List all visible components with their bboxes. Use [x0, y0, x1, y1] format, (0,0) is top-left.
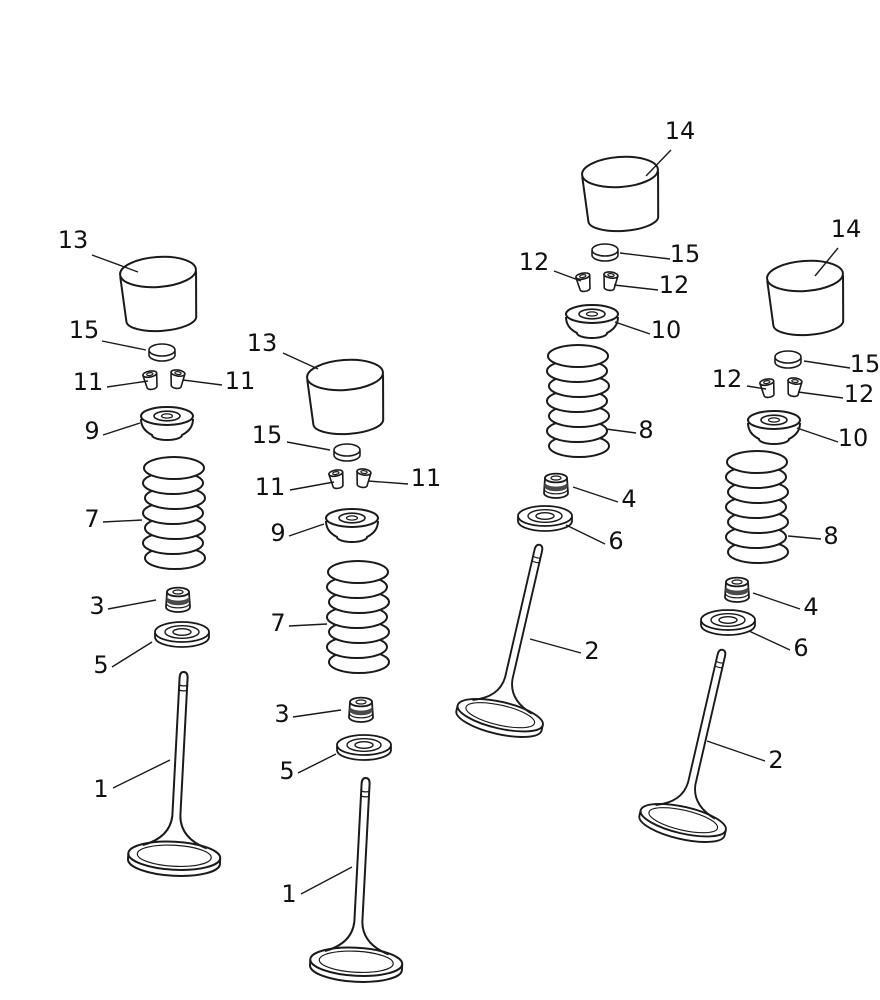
leader-line-11 — [367, 480, 409, 485]
leader-line-5 — [111, 641, 153, 668]
leader-line-12 — [746, 385, 767, 390]
callout-label-11: 11 — [255, 473, 286, 501]
valve-lifter-shape — [305, 356, 389, 438]
callout-label-1: 1 — [281, 880, 296, 908]
leader-line-7 — [288, 623, 328, 627]
callout-label-15: 15 — [252, 421, 283, 449]
leader-line-11 — [182, 379, 223, 386]
callout-label-12: 12 — [844, 380, 875, 408]
callout-label-11: 11 — [411, 464, 442, 492]
callout-label-10: 10 — [651, 316, 682, 344]
spring-seat-shape — [154, 621, 210, 648]
spring-seat-shape — [336, 734, 392, 761]
valve-shim-shape — [333, 443, 361, 462]
leader-line-3 — [292, 709, 342, 718]
leader-line-15 — [803, 360, 851, 369]
callout-label-8: 8 — [823, 522, 838, 550]
leader-line-12 — [797, 391, 844, 399]
spring-seat-shape — [700, 609, 756, 636]
callout-label-11: 11 — [73, 368, 104, 396]
leader-line-15 — [619, 252, 671, 260]
leader-line-12 — [553, 270, 582, 282]
callout-label-3: 3 — [89, 592, 104, 620]
callout-label-15: 15 — [670, 240, 701, 268]
callout-label-3: 3 — [274, 700, 289, 728]
callout-label-1: 1 — [93, 775, 108, 803]
leader-line-11 — [289, 481, 335, 491]
leader-line-2 — [706, 740, 766, 762]
leader-line-1 — [300, 866, 353, 895]
stem-seal-shape — [724, 576, 750, 603]
leader-line-4 — [752, 592, 801, 610]
callout-label-12: 12 — [659, 271, 690, 299]
valve-shim-shape — [148, 343, 176, 362]
callout-label-6: 6 — [793, 634, 808, 662]
leader-line-1 — [112, 759, 171, 789]
spring-seat-shape — [517, 505, 573, 532]
leader-line-13 — [91, 254, 139, 273]
valve-shim-shape — [774, 350, 802, 369]
valve-spring-shape — [725, 450, 789, 564]
callout-label-5: 5 — [279, 757, 294, 785]
callout-label-4: 4 — [621, 485, 636, 513]
leader-line-9 — [288, 523, 325, 537]
leader-line-6 — [565, 524, 606, 545]
stem-seal-shape — [543, 472, 569, 499]
callout-label-13: 13 — [58, 226, 89, 254]
leader-line-14 — [645, 149, 672, 177]
callout-label-14: 14 — [665, 117, 696, 145]
leader-line-15 — [101, 340, 147, 351]
leader-line-2 — [529, 638, 582, 654]
leader-line-5 — [297, 753, 337, 774]
callout-label-10: 10 — [838, 424, 869, 452]
callout-label-9: 9 — [270, 519, 285, 547]
leader-line-15 — [286, 441, 331, 451]
valve-lifter-shape — [580, 153, 664, 235]
leader-line-9 — [102, 422, 141, 436]
callout-label-8: 8 — [638, 416, 653, 444]
valve-spring-shape — [142, 456, 206, 570]
valve-lifter-shape — [765, 257, 849, 339]
valve-shim-shape — [591, 243, 619, 262]
leader-line-6 — [748, 630, 791, 651]
callout-label-7: 7 — [84, 505, 99, 533]
callout-label-15: 15 — [69, 316, 100, 344]
leader-line-10 — [614, 321, 651, 335]
leader-line-13 — [282, 352, 319, 370]
stem-seal-shape — [165, 586, 191, 613]
leader-line-10 — [796, 427, 839, 443]
callout-label-11: 11 — [225, 367, 256, 395]
callout-label-5: 5 — [93, 651, 108, 679]
callout-label-14: 14 — [831, 215, 862, 243]
valve-spring-shape — [326, 560, 390, 674]
callout-label-15: 15 — [850, 350, 880, 378]
callout-label-6: 6 — [608, 527, 623, 555]
leader-line-14 — [814, 247, 839, 277]
callout-label-2: 2 — [584, 637, 599, 665]
leader-line-8 — [605, 428, 637, 434]
valve-lifter-shape — [118, 253, 202, 335]
leader-line-11 — [106, 380, 149, 388]
leader-line-12 — [613, 284, 659, 291]
callout-label-12: 12 — [519, 248, 550, 276]
leader-line-7 — [102, 519, 143, 523]
callout-label-4: 4 — [803, 593, 818, 621]
callout-label-2: 2 — [768, 746, 783, 774]
stem-seal-shape — [348, 696, 374, 723]
leader-line-3 — [107, 599, 157, 610]
callout-label-9: 9 — [84, 417, 99, 445]
callout-label-7: 7 — [270, 609, 285, 637]
valve-spring-shape — [546, 344, 610, 458]
leader-line-4 — [572, 486, 619, 503]
leader-line-8 — [787, 535, 822, 540]
callout-label-13: 13 — [247, 329, 278, 357]
callout-label-12: 12 — [712, 365, 743, 393]
